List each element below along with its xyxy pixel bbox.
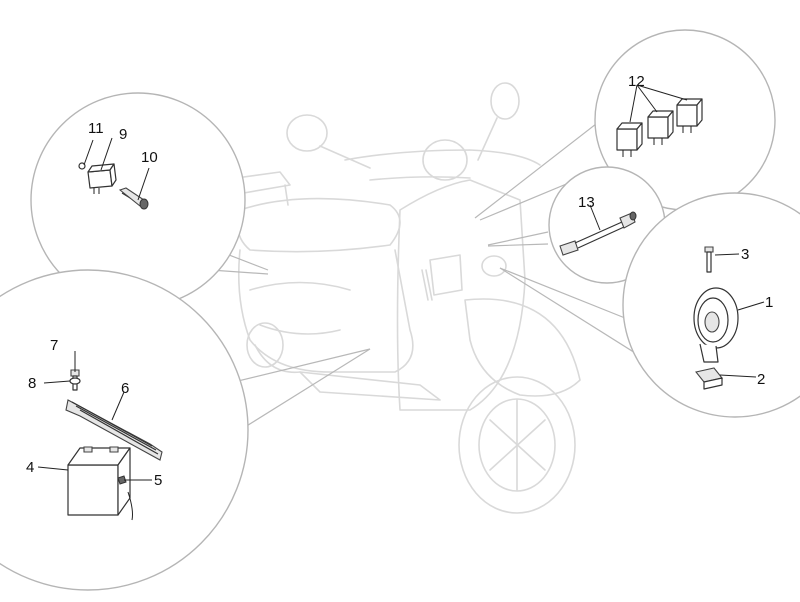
screw-part-10 (118, 187, 149, 210)
label-part-11: 11 (88, 120, 104, 137)
cable-part-13 (559, 211, 637, 256)
label-part-5: 5 (154, 472, 162, 489)
scooter-outline (221, 82, 581, 514)
regulator-part-6 (65, 399, 163, 461)
washer-part-8 (69, 377, 81, 385)
horn-part-1 (693, 287, 739, 363)
relay-part-12-c (676, 98, 703, 133)
label-part-9: 9 (119, 126, 127, 143)
bracket-part-2 (695, 367, 723, 390)
relay-part-12-a (616, 122, 643, 157)
label-part-13: 13 (578, 194, 595, 211)
label-part-2: 2 (757, 371, 765, 388)
label-part-7: 7 (50, 337, 58, 354)
bolt-part-3 (704, 246, 714, 273)
label-part-8: 8 (28, 375, 36, 392)
label-part-4: 4 (26, 459, 34, 476)
relay-part-9 (87, 163, 117, 194)
label-part-6: 6 (121, 380, 129, 397)
label-part-12: 12 (628, 73, 645, 90)
label-part-10: 10 (141, 149, 158, 166)
label-part-1: 1 (765, 294, 773, 311)
number-leaders (37, 84, 765, 481)
label-part-3: 3 (741, 246, 749, 263)
battery-part-4 (67, 446, 133, 521)
terminal-part-5 (117, 475, 127, 485)
nut-part-11 (78, 162, 86, 170)
relay-part-12-b (647, 110, 674, 145)
